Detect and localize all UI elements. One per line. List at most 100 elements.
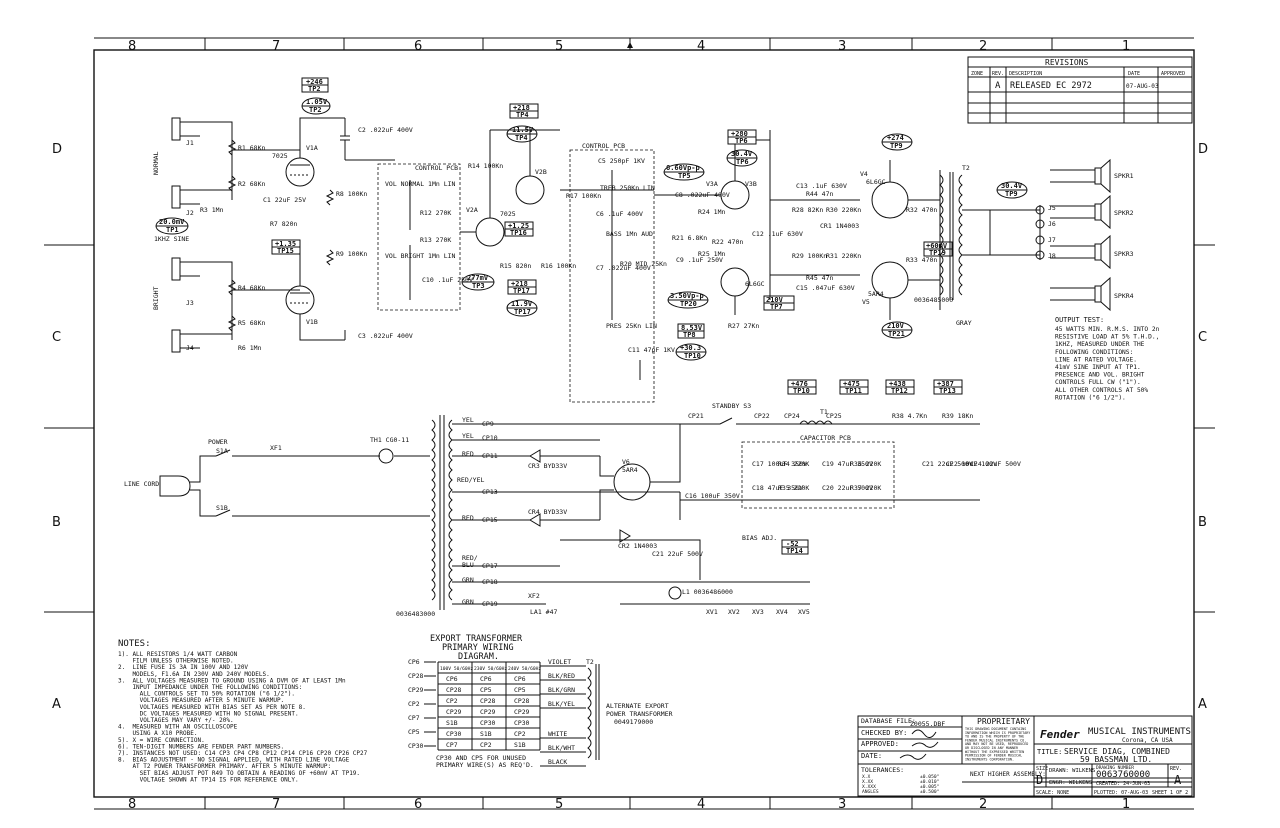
r30-label: R30 220Kn xyxy=(826,206,861,214)
output-test-line: ROTATION ("6 1/2"). xyxy=(1055,394,1126,401)
svg-text:+218: +218 xyxy=(513,104,530,112)
alt-t2-label: T2 xyxy=(586,658,594,666)
r12-label: R12 270K xyxy=(420,209,451,217)
svg-text:TP17: TP17 xyxy=(513,287,530,295)
svg-text:TP4: TP4 xyxy=(516,111,529,119)
note-line: VOLTAGES MAY VARY +/- 20%. xyxy=(118,717,234,724)
company-location: Corona, CA USA xyxy=(1122,737,1173,744)
cp13-label: CP13 xyxy=(482,488,498,496)
note-line: DC VOLTAGES MEASURED WITH NO SIGNAL PRES… xyxy=(118,710,299,717)
export-left-label: CP7 xyxy=(408,714,420,722)
gray-wire: GRAY xyxy=(956,319,972,327)
svg-text:V1A: V1A xyxy=(306,144,318,152)
tp17-ac: 11.9V TP17 xyxy=(506,299,538,317)
svg-text:+1.35: +1.35 xyxy=(275,240,296,248)
note-line: ALL CONTROLS SET TO 50% ROTATION ("6 1/2… xyxy=(118,691,295,698)
zone-bottom-1: 1 xyxy=(1122,797,1130,812)
svg-text:TP15: TP15 xyxy=(277,247,294,255)
jack-j3: J3 xyxy=(171,257,200,307)
svg-text:TP10: TP10 xyxy=(793,387,810,395)
svg-text:7025: 7025 xyxy=(272,152,288,160)
plotted-date: PLOTTED: 07-AUG-03 xyxy=(1094,790,1148,796)
svg-text:20.0mV: 20.0mV xyxy=(159,218,185,226)
svg-text:+30.3: +30.3 xyxy=(680,344,701,352)
r35-label: R35 220K xyxy=(778,484,809,492)
revisions-title: REVISIONS xyxy=(1045,58,1089,67)
xv5-label: XV5 xyxy=(798,608,810,616)
proprietary-line: INSTRUMENTS CORPORATION. xyxy=(965,757,1014,761)
note-line: AT T2 POWER TRANSFORMER PRIMARY. AFTER 5… xyxy=(118,763,331,770)
title-label: TITLE: xyxy=(1037,748,1062,756)
export-cell: CP28 xyxy=(514,697,530,705)
proprietary-line: TO AND IS THE PROPERTY OF THE xyxy=(965,735,1024,739)
svg-text:J2: J2 xyxy=(186,209,194,217)
zone-right-c: C xyxy=(1198,330,1207,345)
svg-text:TP14: TP14 xyxy=(786,547,803,555)
export-cell: CP7 xyxy=(446,741,458,749)
svg-text:210V: 210V xyxy=(887,322,905,330)
zone-right-d: D xyxy=(1198,142,1208,157)
c2-label: C2 .022uF 400V xyxy=(358,126,413,134)
zone-top-2: 2 xyxy=(979,39,987,54)
proprietary-line: PERMISSION OF FENDER MUSICAL xyxy=(965,754,1022,758)
zone-right-a: A xyxy=(1198,697,1207,712)
export-cell: S1B xyxy=(446,719,458,727)
export-cell: CP30 xyxy=(480,719,496,727)
svg-text:TP7: TP7 xyxy=(770,303,783,311)
r45-label: R45 47n xyxy=(806,274,833,282)
notes-title: NOTES: xyxy=(118,639,151,649)
tolerance-key: X.X xyxy=(862,774,871,780)
v4-label: 6L6GC xyxy=(866,178,886,186)
svg-text:CONTROL PCB: CONTROL PCB xyxy=(582,142,625,150)
svg-text:8.53V: 8.53V xyxy=(681,324,703,332)
note-line: 2. LINE FUSE IS 3A IN 100V AND 120V xyxy=(118,664,248,671)
r8-label: R8 100Kn xyxy=(336,190,367,198)
input-normal-label: NORMAL xyxy=(152,151,160,175)
cp19-label: CP19 xyxy=(482,600,498,608)
created-date: CREATED: 24-JUN-03 xyxy=(1096,781,1150,787)
s1b-label: S1B xyxy=(216,504,228,512)
export-cell: CP5 xyxy=(514,686,526,694)
tp1-ac: 20.0mV TP1 1KHZ SINE xyxy=(154,217,189,243)
svg-text:+218: +218 xyxy=(511,280,528,288)
output-test-line: 41mV SINE INPUT AT TP1. xyxy=(1055,364,1141,371)
v6-label: V6 xyxy=(622,458,630,466)
svg-text:TP6: TP6 xyxy=(736,158,749,166)
input-section: J1 J2 J3 J4 NORMAL BRIGHT R1 68Kn R2 68K… xyxy=(152,77,413,353)
r17-label: R17 100Kn xyxy=(566,192,601,200)
c22-label: C21 22uF 500V xyxy=(652,550,703,558)
tp2-ac: 1.05V TP2 xyxy=(301,97,331,115)
zone-bottom-8: 8 xyxy=(128,797,136,812)
size-value: D xyxy=(1036,773,1043,787)
wire-grn2: GRN xyxy=(462,598,474,606)
svg-text:TP3: TP3 xyxy=(472,282,485,290)
export-wire: VIOLET xyxy=(548,658,571,666)
treble-label: TREB 250Kn LIN xyxy=(600,184,655,192)
output-test-line: PRESENCE AND VOL. BRIGHT xyxy=(1055,372,1145,379)
svg-text:+475: +475 xyxy=(843,380,860,388)
r27-label: R27 27Kn xyxy=(728,322,759,330)
svg-text:+60mV: +60mV xyxy=(926,242,948,250)
speaker-jack-j7: J7 xyxy=(1035,235,1056,245)
tolerance-key: ANGLES xyxy=(862,789,879,795)
r4-label: R4 68Kn xyxy=(238,284,265,292)
svg-text:TP12: TP12 xyxy=(891,387,908,395)
vol-normal-label: VOL NORMAL 1Mn LIN xyxy=(385,180,456,188)
export-left-label: CP2 xyxy=(408,700,420,708)
capacitor-pcb-label: CAPACITOR PCB xyxy=(800,434,851,442)
speaker-jack-j5: J5 xyxy=(1035,204,1056,215)
svg-text:3.50Vp-p: 3.50Vp-p xyxy=(670,292,704,300)
power-switch-label: POWER xyxy=(208,438,228,446)
export-footnote-1: CP30 AND CP5 FOR UNUSED xyxy=(436,754,526,762)
tp6-box: +280 TP6 xyxy=(727,129,757,145)
proprietary-line: AND MAY NOT BE USED, REPRODUCED xyxy=(965,742,1028,746)
alt-export-pn: 0049179000 xyxy=(614,718,653,726)
svg-text:+387: +387 xyxy=(937,380,954,388)
v3a-label: V3B xyxy=(745,180,757,188)
c17-label: C18 47uF 350V xyxy=(752,484,803,492)
c1-label: C1 22uF 25V xyxy=(263,196,306,204)
rev-header-rev: REV. xyxy=(992,71,1004,77)
tp12-box: +438 TP12 xyxy=(885,379,915,395)
alt-export-label: ALTERNATE EXPORT xyxy=(606,702,669,710)
title-line2: 59 BASSMAN LTD. xyxy=(1080,755,1152,764)
